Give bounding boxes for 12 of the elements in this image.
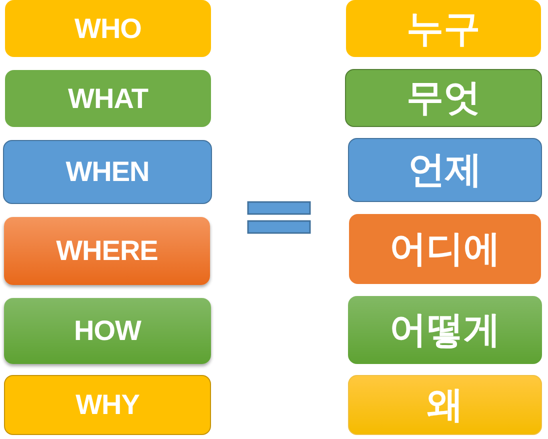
word-box: 어디에 <box>349 214 541 284</box>
word-box: HOW <box>4 298 211 364</box>
word-box: WHY <box>4 375 211 435</box>
word-box: 무엇 <box>345 69 542 127</box>
word-box: WHEN <box>3 140 212 204</box>
word-box: WHERE <box>4 217 210 285</box>
word-box: 왜 <box>348 375 542 435</box>
word-box: WHAT <box>5 70 211 127</box>
word-box: WHO <box>5 0 211 57</box>
word-box: 어떻게 <box>348 296 542 364</box>
word-box: 언제 <box>348 138 542 202</box>
word-box: 누구 <box>346 0 541 57</box>
